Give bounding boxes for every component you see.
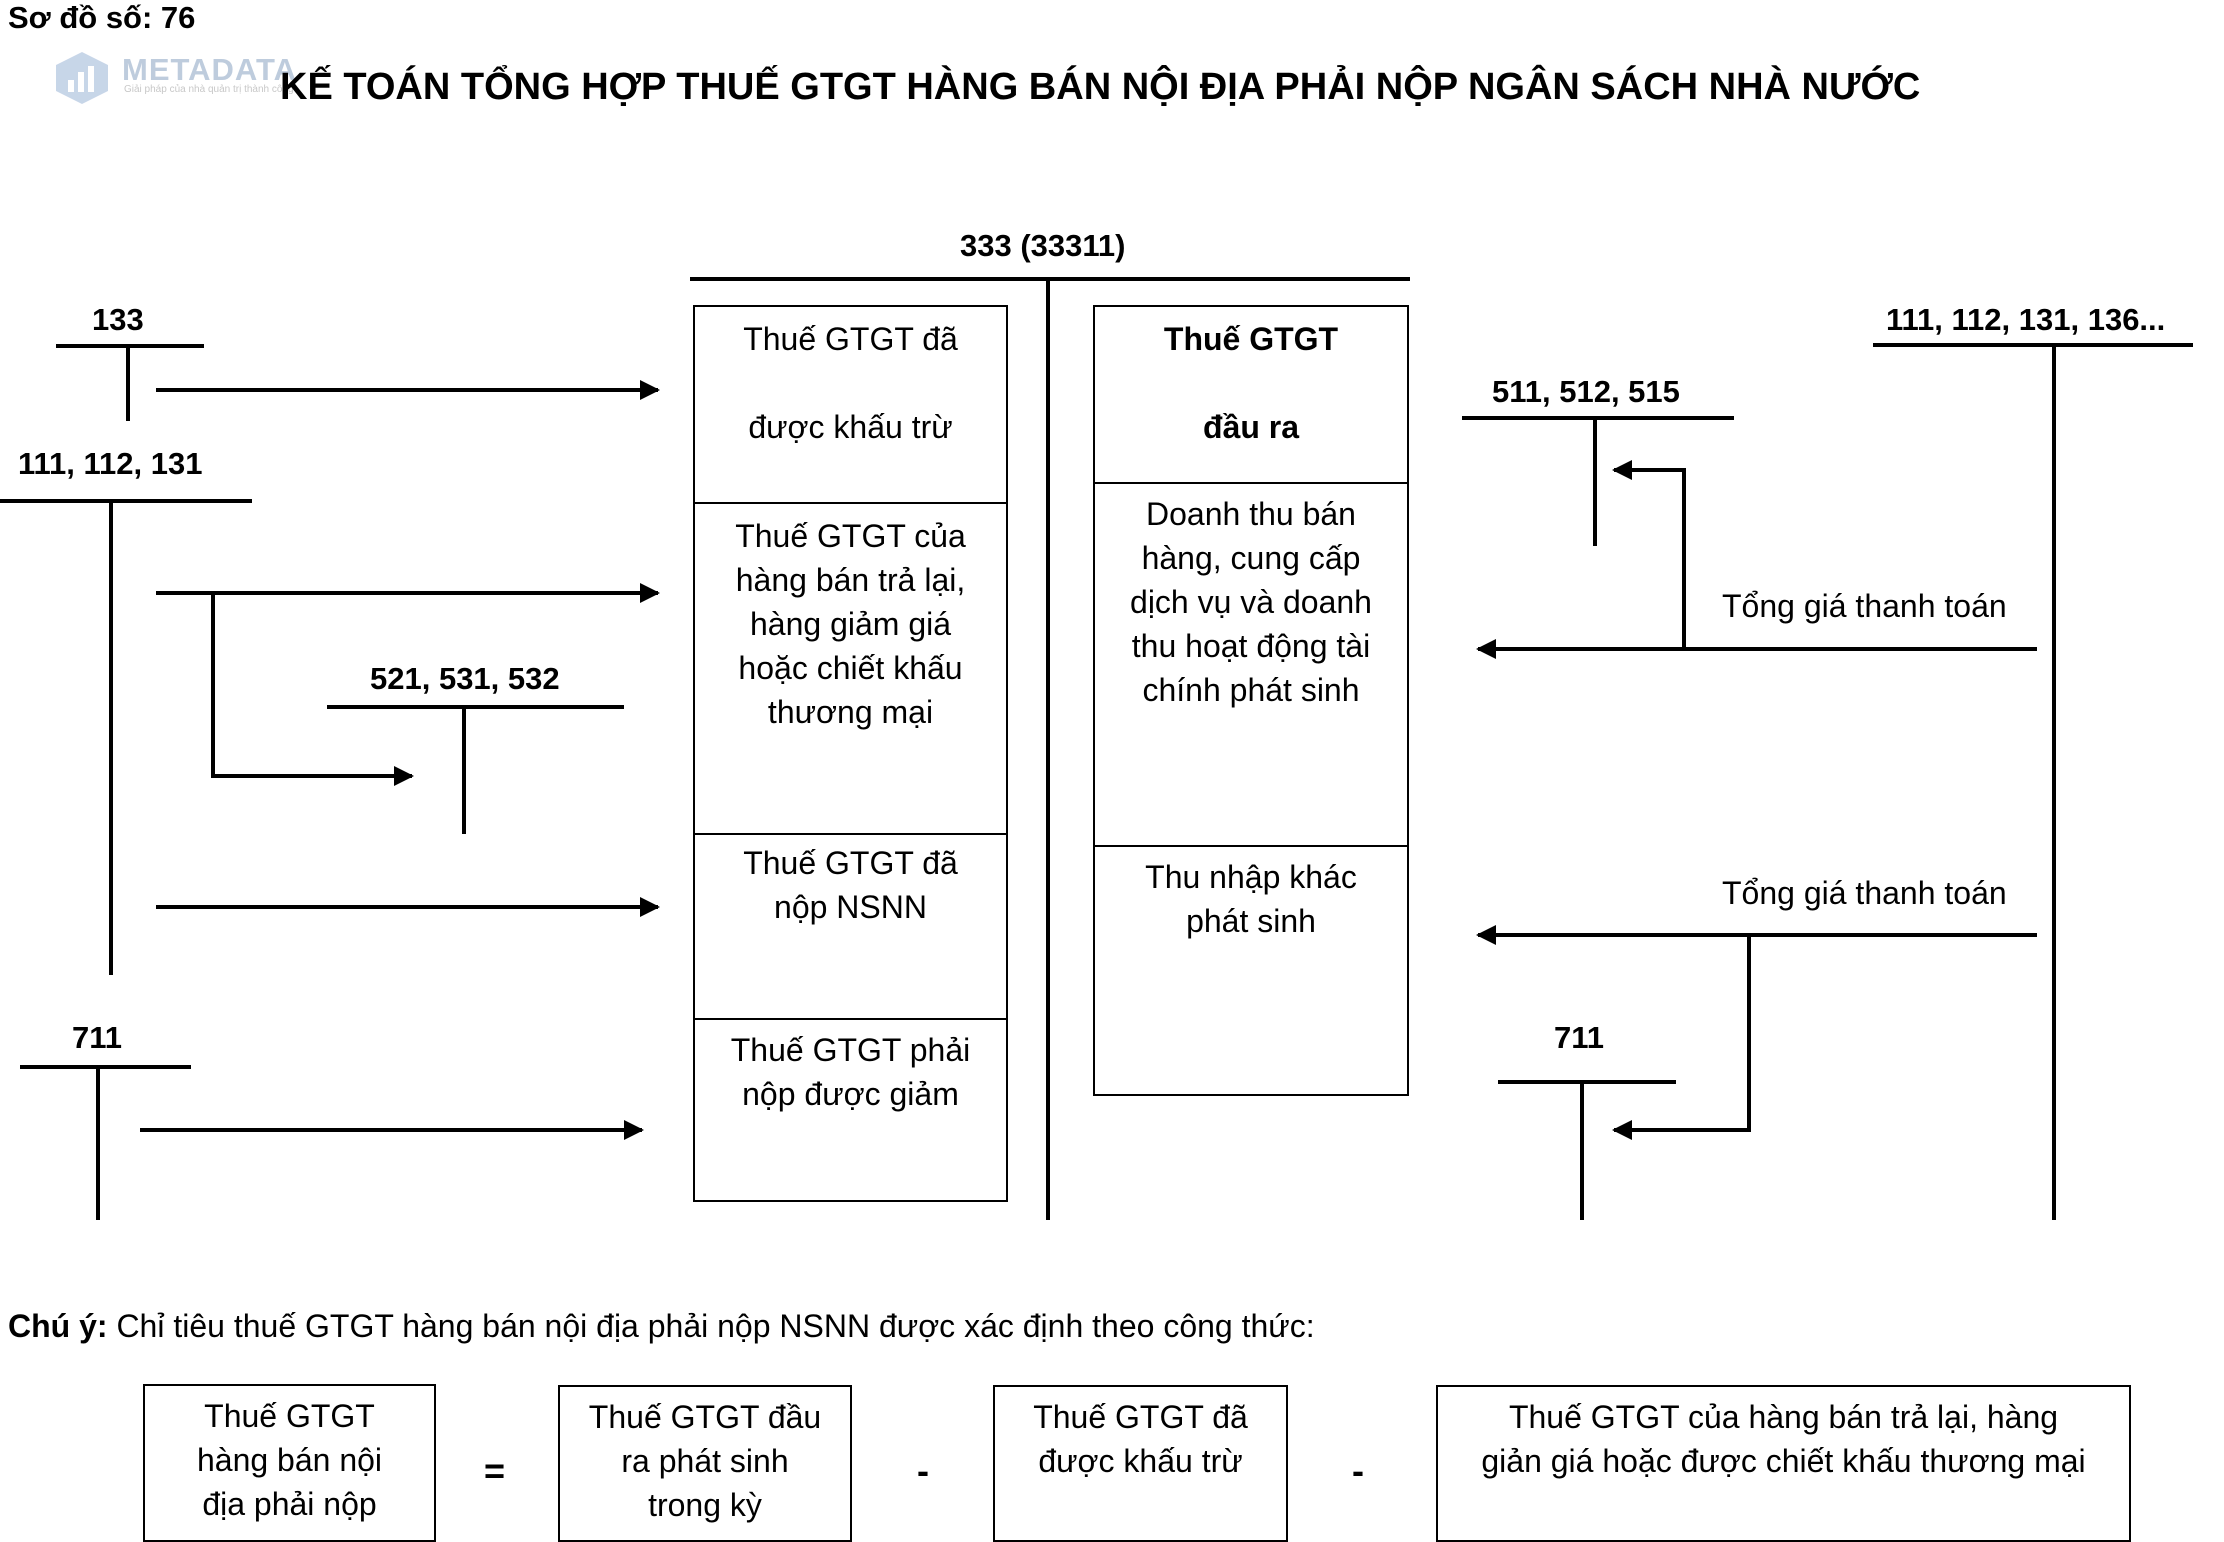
account-111-112-131-axis: [109, 501, 113, 975]
account-711-right-top: [1498, 1080, 1676, 1084]
account-521-531-532-axis: [462, 707, 466, 834]
debit-column: Thuế GTGT đã được khấu trừ Thuế GTGT của…: [693, 305, 1008, 1202]
account-521-531-532-label: 521, 531, 532: [370, 661, 560, 696]
watermark-tagline: Giải pháp của nhà quản trị thành công: [124, 84, 294, 95]
formula-deducted-vat-box: Thuế GTGT đã được khấu trừ: [993, 1385, 1288, 1542]
account-711-right-label: 711: [1554, 1020, 1605, 1055]
center-account-code: 333 (33311): [960, 228, 1126, 263]
note: Chú ý: Chỉ tiêu thuế GTGT hàng bán nội đ…: [8, 1308, 1315, 1345]
formula-returns-discount-box: Thuế GTGT của hàng bán trả lại, hàng giả…: [1436, 1385, 2131, 1542]
account-111-112-131-top: [0, 499, 252, 503]
credit-column: Thuế GTGT đầu ra Doanh thu bán hàng, cun…: [1093, 305, 1409, 1096]
debit-entry-reduced-vat: Thuế GTGT phải nộp được giảm: [730, 1032, 971, 1112]
account-711-right-axis: [1580, 1082, 1584, 1220]
arrow-total-to-511: [1612, 460, 1686, 649]
account-711-left-top: [20, 1065, 191, 1069]
account-521-531-532-top: [327, 705, 624, 709]
note-text: Chỉ tiêu thuế GTGT hàng bán nội địa phải…: [107, 1308, 1315, 1344]
formula-result-box: Thuế GTGT hàng bán nội địa phải nộp: [143, 1384, 436, 1542]
metadata-watermark: METADATA Giải pháp của nhà quản trị thàn…: [52, 50, 302, 106]
total-payment-label-2: Tổng giá thanh toán: [1722, 875, 2007, 911]
metadata-logo-icon: [56, 52, 108, 104]
arrow-111-to-521: [211, 593, 414, 786]
account-111-112-131-136-axis: [2052, 345, 2056, 1220]
account-111-112-131-136-label: 111, 112, 131, 136...: [1886, 302, 2166, 337]
diagram-number: Sơ đồ số: 76: [8, 0, 196, 35]
account-511-512-515-axis: [1593, 418, 1597, 546]
account-711-left-label: 711: [72, 1020, 123, 1055]
formula-minus-1: -: [917, 1450, 929, 1491]
account-133-label: 133: [92, 302, 144, 337]
total-payment-label-1: Tổng giá thanh toán: [1722, 588, 2007, 624]
account-511-512-515-top: [1462, 416, 1734, 420]
debit-entry-returns-discounts: Thuế GTGT của hàng bán trả lại, hàng giả…: [695, 504, 1006, 835]
credit-entry-revenue: Doanh thu bán hàng, cung cấp dịch vụ và …: [1095, 484, 1407, 847]
note-label: Chú ý:: [8, 1308, 108, 1344]
credit-header-output-vat: Thuế GTGT đầu ra: [1095, 307, 1407, 484]
center-account-axis: [1046, 279, 1050, 1220]
formula-equals: =: [484, 1450, 506, 1491]
diagram-title: KẾ TOÁN TỔNG HỢP THUẾ GTGT HÀNG BÁN NỘI …: [280, 66, 1921, 108]
debit-entry-paid-to-budget: Thuế GTGT đã nộp NSNN: [695, 835, 1006, 1020]
account-111-112-131-label: 111, 112, 131: [18, 446, 203, 481]
debit-entry-deducted-vat: Thuế GTGT đã được khấu trừ: [695, 307, 1006, 504]
account-111-112-131-136-top: [1873, 343, 2193, 347]
arrow-total-to-711: [1612, 935, 1751, 1140]
center-account-top-line: [690, 277, 1410, 281]
account-133-top: [56, 344, 204, 348]
watermark-brand: METADATA: [122, 52, 298, 87]
credit-entry-other-income: Thu nhập khác phát sinh: [1145, 859, 1357, 939]
account-511-512-515-label: 511, 512, 515: [1492, 374, 1680, 409]
account-133-axis: [126, 346, 130, 421]
formula-minus-2: -: [1352, 1450, 1364, 1491]
formula-output-vat-box: Thuế GTGT đầu ra phát sinh trong kỳ: [558, 1385, 852, 1542]
account-711-left-axis: [96, 1067, 100, 1220]
